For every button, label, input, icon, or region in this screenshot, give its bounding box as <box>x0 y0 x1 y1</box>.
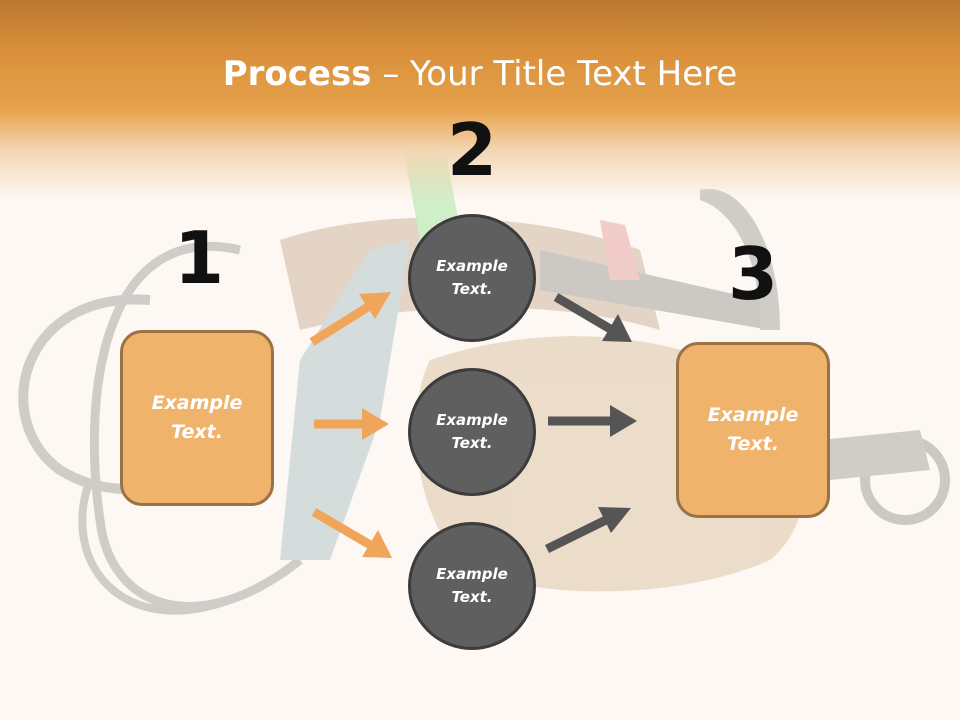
left-process-box: Example Text. <box>120 330 274 506</box>
orange-arrow-down <box>311 508 392 558</box>
right-process-box: Example Text. <box>676 342 830 518</box>
gray-arrow-up <box>545 507 631 554</box>
step-number-3: 3 <box>727 232 779 316</box>
left-box-text: Example Text. <box>151 392 243 443</box>
orange-arrow-up <box>309 292 391 346</box>
orange-arrow-middle <box>314 408 389 440</box>
title-bold: Process <box>222 54 372 94</box>
process-circle-top: Example Text. <box>408 214 536 342</box>
gray-arrow-down <box>553 293 632 342</box>
step-number-1: 1 <box>173 216 225 300</box>
circle-top-text: Example Text. <box>436 257 508 298</box>
gray-arrow-middle <box>548 405 637 437</box>
process-circle-middle: Example Text. <box>408 368 536 496</box>
header-band <box>0 0 960 200</box>
slide-title: Process – Your Title Text Here <box>0 52 960 96</box>
title-rest: – Your Title Text Here <box>371 54 738 94</box>
right-box-text: Example Text. <box>707 404 799 455</box>
circle-bottom-text: Example Text. <box>436 565 508 606</box>
process-circle-bottom: Example Text. <box>408 522 536 650</box>
step-number-2: 2 <box>446 108 498 192</box>
circle-middle-text: Example Text. <box>436 411 508 452</box>
